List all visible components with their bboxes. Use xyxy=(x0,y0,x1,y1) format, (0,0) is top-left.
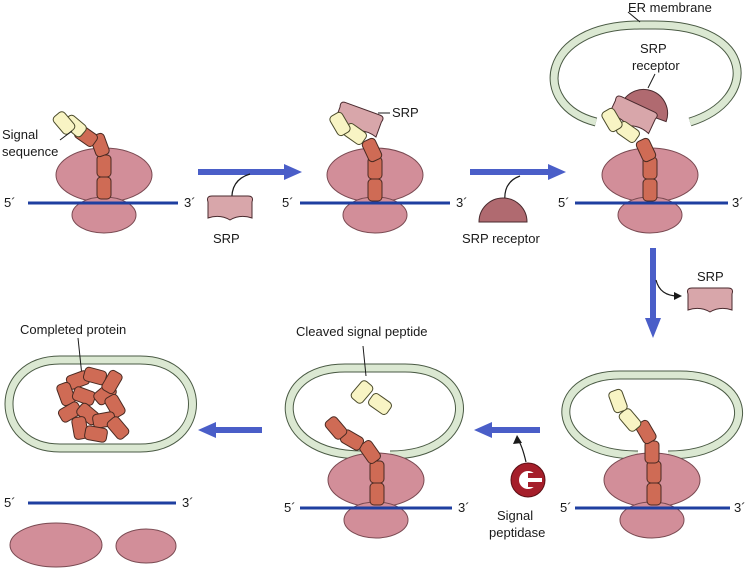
three-prime-label: 3´ xyxy=(184,195,196,210)
three-prime-label: 3´ xyxy=(456,195,468,210)
arrow-complete xyxy=(198,422,262,438)
signal-sequence xyxy=(607,387,643,434)
signal-sequence-label-2: sequence xyxy=(2,144,58,159)
srp-receptor-label: SRP receptor xyxy=(462,231,540,246)
small-ribosome-subunit xyxy=(115,528,177,564)
srp-receptor-label-2: receptor xyxy=(632,58,680,73)
signal-peptidase-label-2: peptidase xyxy=(489,525,545,540)
large-ribosome-subunit xyxy=(9,522,103,568)
er-membrane-label: ER membrane xyxy=(628,0,712,15)
signal-sequence-label: Signal xyxy=(2,127,38,142)
cleaved-signal-peptide-label: Cleaved signal peptide xyxy=(296,324,428,339)
srp-receptor-label-1: SRP xyxy=(640,41,667,56)
panel-1-signal-sequence: Signal sequence 5´ 3´ xyxy=(2,109,196,234)
signal-sequence xyxy=(51,109,89,139)
completed-protein xyxy=(55,365,131,444)
panel-6-completed-protein: Completed protein 5´ 3´ xyxy=(4,322,197,568)
three-prime-label: 3´ xyxy=(458,500,470,515)
signal-peptidase-label-1: Signal xyxy=(497,508,533,523)
arrow-release-srp: SRP xyxy=(645,248,733,338)
panel-4-translocation: 5´ 3´ xyxy=(560,370,746,539)
cleaved-signal-peptide xyxy=(349,378,394,417)
three-prime-label: 3´ xyxy=(732,195,744,210)
five-prime-label: 5´ xyxy=(4,195,16,210)
bound-srp-label: SRP xyxy=(392,105,419,120)
three-prime-label: 3´ xyxy=(734,500,746,515)
panel-3-er-docking: ER membrane SRP receptor 5´ 3´ xyxy=(549,0,744,234)
free-srp xyxy=(207,195,253,221)
arrow-add-srp: SRP xyxy=(198,164,302,246)
arrow-signal-peptidase: Signal peptidase xyxy=(474,422,546,540)
released-srp-label: SRP xyxy=(697,269,724,284)
free-srp-receptor xyxy=(478,197,528,223)
five-prime-label: 5´ xyxy=(284,500,296,515)
five-prime-label: 5´ xyxy=(4,495,16,510)
released-srp xyxy=(687,287,733,313)
five-prime-label: 5´ xyxy=(560,500,572,515)
panel-2-srp-binding: SRP 5´ 3´ xyxy=(282,100,468,234)
five-prime-label: 5´ xyxy=(282,195,294,210)
three-prime-label: 3´ xyxy=(182,495,194,510)
arrow-add-srp-receptor: SRP receptor xyxy=(462,164,566,246)
signal-peptidase-icon xyxy=(510,462,546,498)
five-prime-label: 5´ xyxy=(558,195,570,210)
panel-5-cleavage: Cleaved signal peptide 5´ 3´ xyxy=(284,324,470,539)
srp-label: SRP xyxy=(213,231,240,246)
completed-protein-label: Completed protein xyxy=(20,322,126,337)
